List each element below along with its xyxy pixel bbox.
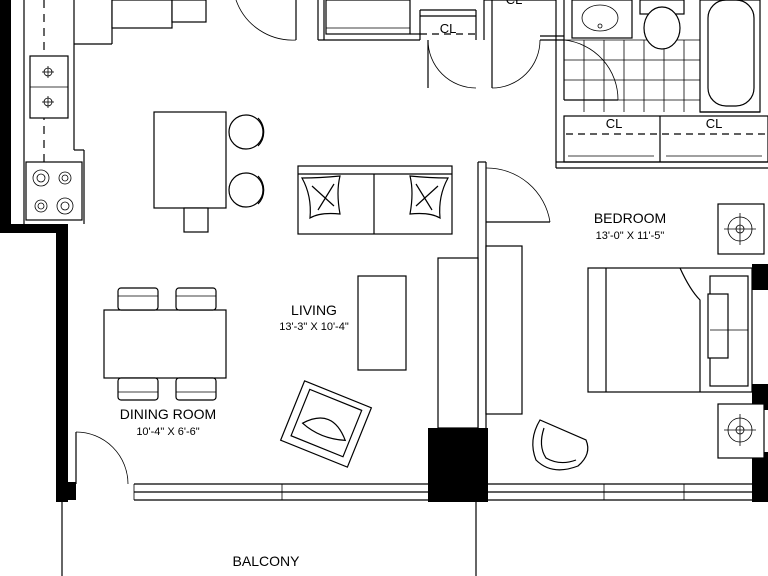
tile-floor <box>564 39 700 112</box>
armchair <box>279 380 373 468</box>
bedroom-chair <box>532 419 589 471</box>
sofa <box>297 165 453 235</box>
coffee-table <box>357 275 407 371</box>
bedroom-closets <box>563 115 768 163</box>
closet-label-bedroom-right: CL <box>706 116 723 131</box>
stove-burners <box>32 169 74 215</box>
bed <box>587 267 753 393</box>
living-room-name: LIVING <box>291 302 337 318</box>
labels: LIVING 13'-3" X 10'-4" DINING ROOM 10'-4… <box>120 0 723 569</box>
structural-column <box>428 428 488 502</box>
bar-stools <box>228 114 265 208</box>
living-room-dims: 13'-3" X 10'-4" <box>279 321 349 333</box>
window-wall <box>61 483 752 576</box>
hall-closets <box>325 0 556 35</box>
bedroom-dims: 13'-0" X 11'-5" <box>596 230 665 242</box>
closet-label-hall-left: CL <box>440 21 457 36</box>
kitchen-island <box>153 111 227 209</box>
nightstands <box>717 203 765 459</box>
sink-drain <box>42 66 54 108</box>
kitchen <box>23 0 265 233</box>
dining-room-dims: 10'-4" X 6'-6" <box>136 426 199 438</box>
bedroom-name: BEDROOM <box>594 210 666 226</box>
closet-label-bedroom-left: CL <box>606 116 623 131</box>
tv-unit <box>437 245 523 429</box>
dining-set <box>103 287 227 401</box>
balcony-name: BALCONY <box>233 553 301 569</box>
exterior-walls <box>0 0 768 502</box>
bathroom <box>564 0 761 113</box>
dining-room-name: DINING ROOM <box>120 406 216 422</box>
closet-label-hall-right: CL <box>506 0 523 7</box>
